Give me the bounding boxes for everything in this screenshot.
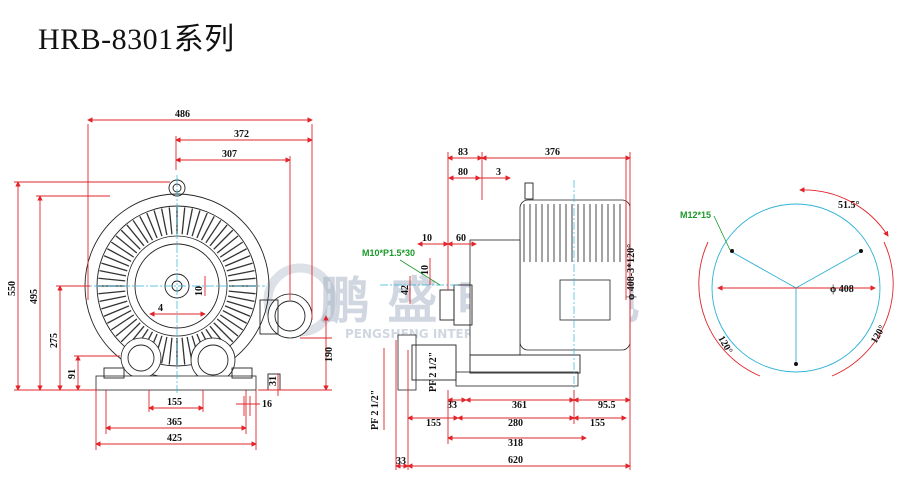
fin-line — [219, 241, 244, 258]
dim-10-side: 10 — [422, 233, 432, 244]
fin-line — [99, 269, 127, 277]
fin-line — [103, 255, 130, 267]
fin-line — [101, 300, 128, 310]
fin-line — [160, 208, 168, 236]
pipe-label-left: PF 2 1/2" — [370, 390, 381, 430]
angle-left: 120° — [715, 334, 734, 356]
dim-60: 60 — [456, 233, 466, 244]
fin-line — [213, 229, 234, 250]
motor-fins — [523, 204, 627, 262]
fin-line — [107, 309, 132, 324]
dim-425: 425 — [167, 433, 182, 444]
dim-620: 620 — [508, 455, 523, 466]
dim-190: 190 — [324, 347, 335, 362]
fin-line — [98, 290, 126, 295]
dim-155-front: 155 — [167, 397, 182, 408]
fin-line — [200, 216, 215, 241]
fin-line — [99, 295, 127, 303]
dim-42: 42 — [400, 285, 411, 295]
fin-line — [153, 210, 163, 237]
dim-376: 376 — [545, 147, 560, 158]
fin-line — [132, 219, 149, 244]
angle-top: 51.5° — [838, 200, 860, 211]
dim-550: 550 — [7, 281, 18, 296]
dim-361: 361 — [512, 400, 527, 411]
flange-dia: ϕ 408 — [830, 284, 854, 295]
fin-line — [205, 219, 222, 244]
fin-line — [216, 235, 239, 254]
fin-line — [196, 212, 208, 239]
fin-line — [126, 224, 145, 247]
dim-155-a: 155 — [426, 418, 441, 429]
dim-372: 372 — [234, 129, 249, 140]
dim-307: 307 — [222, 149, 237, 160]
dim-4: 4 — [158, 303, 163, 314]
fin-line — [226, 300, 253, 310]
fin-line — [103, 305, 130, 317]
fin-line — [168, 337, 173, 365]
fin-line — [191, 210, 201, 237]
dim-16: 16 — [262, 399, 272, 410]
fin-line — [219, 314, 244, 331]
dim-495: 495 — [29, 289, 40, 304]
fin-line — [216, 318, 239, 337]
dim-10-vert: 10 — [420, 265, 431, 275]
angle-right: 120° — [869, 324, 888, 346]
fin-line — [168, 207, 173, 235]
bolt-label: M12*15 — [680, 210, 711, 220]
fin-line — [139, 216, 154, 241]
dim-95-5: 95.5 — [598, 400, 616, 411]
fin-line — [107, 248, 132, 263]
fin-line — [222, 248, 247, 263]
fin-line — [110, 241, 135, 258]
flange-dia-label: ϕ 408-3*120° — [626, 244, 637, 300]
fin-line — [209, 224, 228, 247]
fin-line — [222, 309, 247, 324]
dim-486: 486 — [175, 109, 190, 120]
fin-line — [160, 336, 168, 364]
dim-31: 31 — [268, 376, 279, 386]
drawing-title: HRB-8301系列 — [38, 23, 235, 56]
dim-280: 280 — [508, 418, 523, 429]
pipe-label-right: PF 2 1/2" — [428, 352, 439, 392]
thread-label: M10*P1.5*30 — [362, 248, 415, 258]
fin-line — [115, 318, 138, 337]
dim-91: 91 — [67, 369, 78, 379]
fin-line — [146, 212, 158, 239]
dim-10: 10 — [194, 286, 205, 296]
dim-365: 365 — [167, 417, 182, 428]
fin-line — [181, 337, 186, 365]
dim-275: 275 — [49, 333, 60, 348]
fin-line — [101, 262, 128, 272]
fin-line — [213, 322, 234, 343]
dim-3: 3 — [496, 167, 501, 178]
dim-318: 318 — [508, 438, 523, 449]
fin-line — [224, 305, 251, 317]
dim-83: 83 — [458, 147, 468, 158]
fin-line — [186, 208, 194, 236]
dim-33-b: 33 — [396, 456, 406, 467]
fin-line — [224, 255, 251, 267]
flange-view: M12*15 51.5° ϕ 408 120° 120° — [680, 187, 894, 377]
side-view: 83 376 80 3 10 60 M10*P1.5*30 10 42 ϕ 40… — [362, 147, 637, 470]
fin-line — [228, 277, 256, 282]
front-view: 486 372 307 550 495 275 91 4 10 190 31 — [7, 109, 335, 450]
fin-line — [227, 269, 255, 277]
fin-line — [227, 295, 255, 303]
fin-line — [115, 235, 138, 254]
dim-33-a: 33 — [447, 400, 457, 411]
fin-line — [181, 207, 186, 235]
fin-line — [120, 229, 141, 250]
fin-line — [228, 290, 256, 295]
fin-line — [120, 322, 141, 343]
dim-80: 80 — [458, 167, 468, 178]
fin-line — [226, 262, 253, 272]
dim-155-b: 155 — [590, 418, 605, 429]
fin-line — [98, 277, 126, 282]
fin-line — [110, 314, 135, 331]
